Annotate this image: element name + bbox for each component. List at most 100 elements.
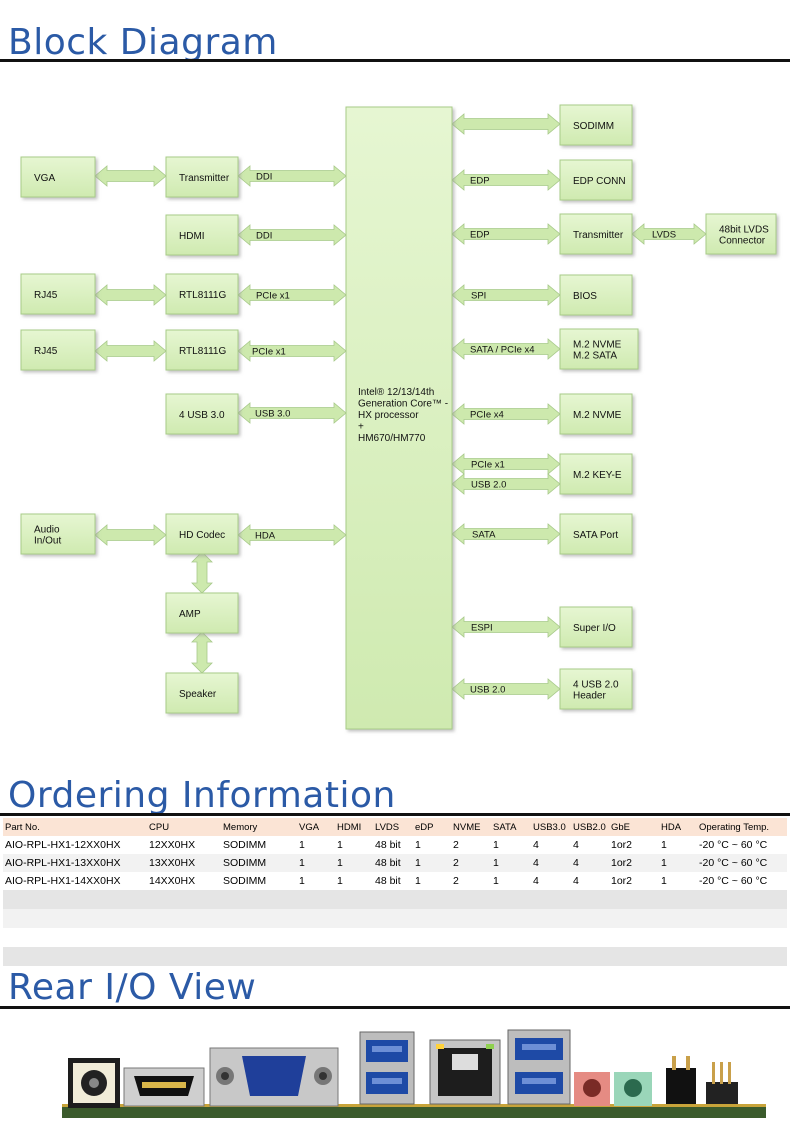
- empty-row: [3, 928, 787, 947]
- table-cell: 1: [491, 854, 531, 872]
- table-cell: 4: [571, 872, 609, 890]
- rj45-block-1: RJ45: [20, 273, 96, 315]
- rtl8111g-block-1-label: RTL8111G: [179, 290, 226, 301]
- arrow-rj45-1: [94, 284, 167, 306]
- block-diagram-title: Block Diagram: [8, 22, 278, 63]
- arrow-audio: [94, 524, 167, 546]
- table-cell: AIO-RPL-HX1-14XX0HX: [3, 872, 147, 890]
- arrow-pcie-x1: PCIe x1: [451, 453, 561, 475]
- hd-codec-block: HD Codec: [165, 513, 239, 555]
- arrow-hda-label: HDA: [255, 531, 276, 542]
- table-cell: 1: [491, 836, 531, 854]
- table-cell: 48 bit: [373, 872, 413, 890]
- transmitter-block: Transmitter: [165, 156, 239, 198]
- audio-block-label: Audio: [34, 525, 60, 536]
- table-cell: 1: [335, 836, 373, 854]
- arrow-edp-1: EDP: [451, 169, 561, 191]
- super-io-block-label: Super I/O: [573, 623, 616, 634]
- arrow-codec-amp: [191, 551, 213, 594]
- ordering-title: Ordering Information: [8, 775, 396, 816]
- rear-io-photo: [62, 1029, 766, 1118]
- table-cell: SODIMM: [221, 836, 297, 854]
- column-header: Memory: [221, 818, 297, 836]
- table-cell: 1: [297, 836, 335, 854]
- table-cell: 1: [659, 836, 697, 854]
- table-cell: AIO-RPL-HX1-12XX0HX: [3, 836, 147, 854]
- amp-block: AMP: [165, 592, 239, 634]
- rtl8111g-block-2-label: RTL8111G: [179, 346, 226, 357]
- column-header: USB3.0: [531, 818, 571, 836]
- rear-io-title: Rear I/O View: [8, 967, 257, 1008]
- cpu-text-line: Intel® 12/13/14th: [358, 387, 434, 398]
- table-cell: 2: [451, 854, 491, 872]
- arrow-espi-label: ESPI: [471, 623, 493, 634]
- table-cell: 1: [659, 854, 697, 872]
- column-header: NVME: [451, 818, 491, 836]
- empty-row: [3, 890, 787, 909]
- table-cell: 1or2: [609, 836, 659, 854]
- usb3-block: 4 USB 3.0: [165, 393, 239, 435]
- arrow-usb20-b: USB 2.0: [451, 678, 561, 700]
- arrow-usb30: USB 3.0: [237, 402, 347, 424]
- arrow-sata: SATA: [451, 523, 561, 545]
- arrow-lvds: LVDS: [631, 223, 707, 245]
- hdmi-port-icon: [123, 1067, 205, 1107]
- cpu-text-line: HX processor: [358, 410, 419, 421]
- lvds-connector-block-label: 48bit LVDS: [719, 225, 769, 236]
- edp-conn-block-label: EDP CONN: [573, 176, 626, 187]
- table-cell: 1or2: [609, 854, 659, 872]
- pcb-edge: [62, 1104, 766, 1118]
- sata-port-block-label: SATA Port: [573, 530, 618, 541]
- arrow-ddi-1-label: DDI: [256, 172, 272, 183]
- arrow-edp-1-label: EDP: [470, 176, 490, 187]
- table-cell: 4: [531, 836, 571, 854]
- m2-nvme-block-label: M.2 NVME: [573, 410, 622, 421]
- rtl8111g-block-1: RTL8111G: [165, 273, 239, 315]
- ordering-underline: [0, 813, 790, 816]
- table-cell: 4: [571, 836, 609, 854]
- table-cell: SODIMM: [221, 872, 297, 890]
- usb20-header-block-label: Header: [573, 691, 606, 702]
- hd-codec-block-label: HD Codec: [179, 530, 225, 541]
- arrow-sodimm: [451, 113, 561, 135]
- m2-nvme-sata-block-label: M.2 NVME: [573, 340, 622, 351]
- m2-keye-block: M.2 KEY-E: [559, 453, 633, 495]
- table-cell: 1: [297, 872, 335, 890]
- table-cell: 1: [297, 854, 335, 872]
- usb3-port-icon: [507, 1029, 571, 1105]
- vga-block: VGA: [20, 156, 96, 198]
- bios-block: BIOS: [559, 274, 633, 316]
- table-cell: 1: [335, 854, 373, 872]
- hdmi-block-label: HDMI: [179, 231, 205, 242]
- arrow-pcie-1-label: PCIe x1: [256, 291, 290, 302]
- m2-keye-block-label: M.2 KEY-E: [573, 470, 622, 481]
- super-io-block: Super I/O: [559, 606, 633, 648]
- cpu-block: [345, 106, 453, 730]
- transmitter-block-right: Transmitter: [559, 213, 633, 255]
- arrow-usb20-a-label: USB 2.0: [471, 480, 506, 491]
- table-cell: 1: [413, 836, 451, 854]
- arrow-edp-2-label: EDP: [470, 230, 490, 241]
- bios-block-label: BIOS: [573, 291, 597, 302]
- arrow-rj45-2: [94, 340, 167, 362]
- lvds-connector-block-label: Connector: [719, 236, 766, 247]
- arrow-sata-label: SATA: [472, 530, 496, 541]
- column-header: LVDS: [373, 818, 413, 836]
- table-cell: 1or2: [609, 872, 659, 890]
- speaker-block-label: Speaker: [179, 689, 217, 700]
- table-cell: 12XX0HX: [147, 836, 221, 854]
- column-header: eDP: [413, 818, 451, 836]
- table-cell: -20 °C ~ 60 °C: [697, 836, 787, 854]
- column-header: USB2.0: [571, 818, 609, 836]
- table-cell: 1: [413, 854, 451, 872]
- arrow-ddi-2: DDI: [237, 224, 347, 246]
- table-cell: 4: [531, 854, 571, 872]
- table-cell: 48 bit: [373, 836, 413, 854]
- vga-block-label: VGA: [34, 173, 55, 184]
